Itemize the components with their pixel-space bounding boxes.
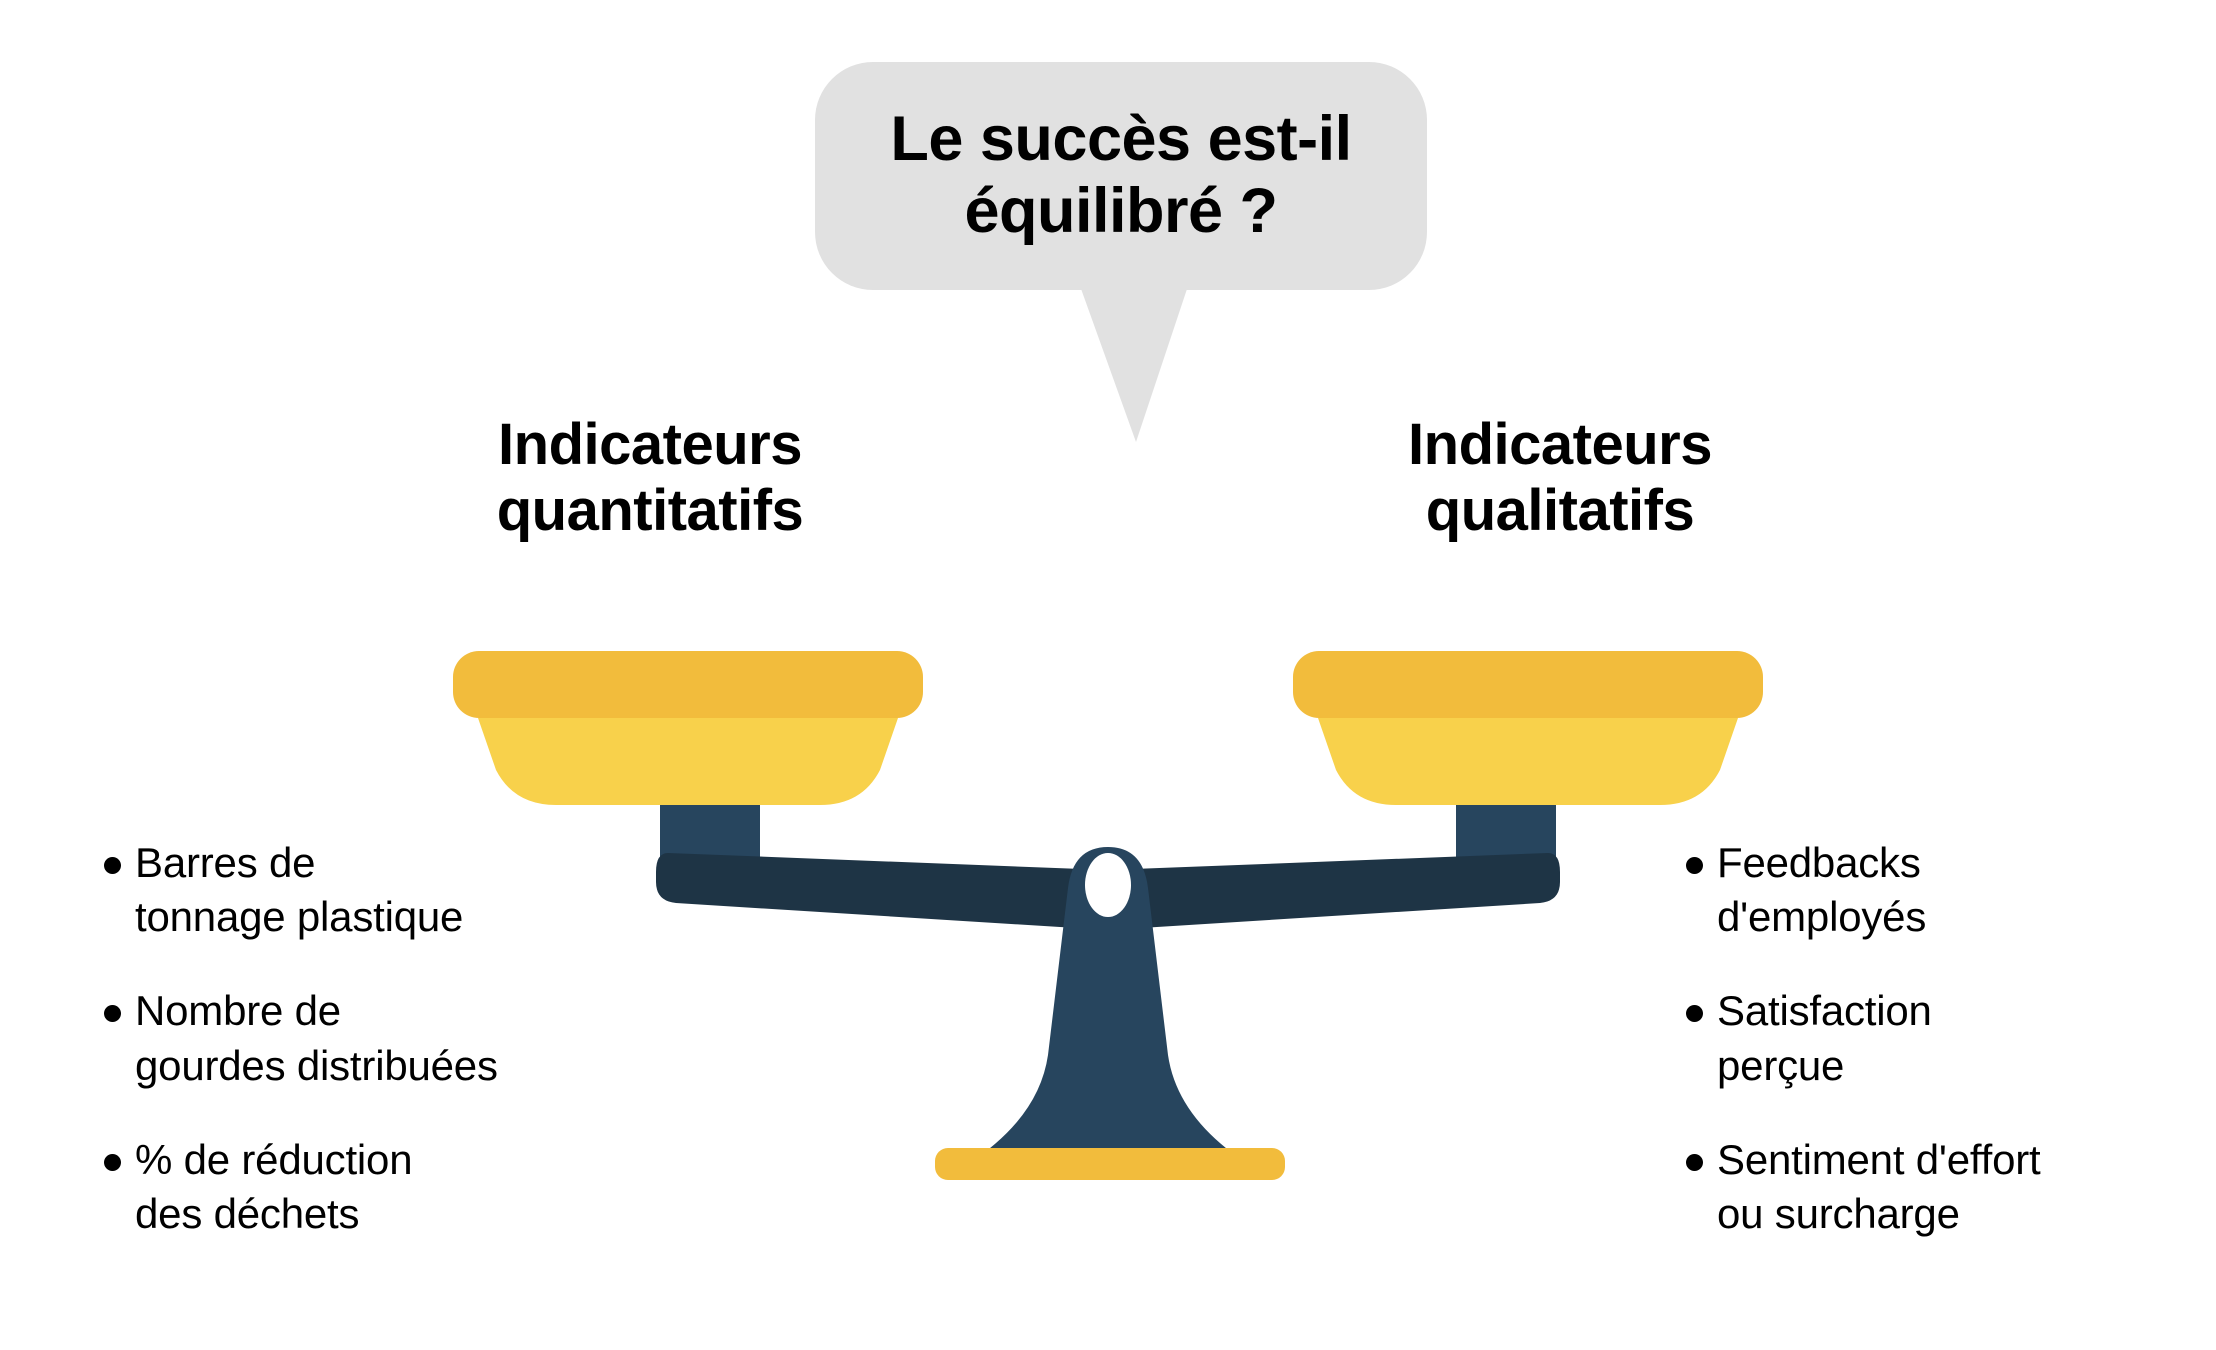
heading-quantitative-line-2: quantitatifs [496, 478, 804, 544]
bullet-text: Feedbacks d'employés [1717, 839, 1927, 941]
scale-base [935, 1148, 1285, 1180]
bullet-dot-icon [1686, 1153, 1703, 1171]
bullet-text: % de réduction des déchets [135, 1135, 413, 1237]
scale-pan-left-hanger [660, 780, 760, 900]
speech-bubble-line-1: Le succès est-il [890, 104, 1352, 175]
bullet-text: Satisfaction perçue [1717, 987, 1932, 1089]
scale-pan-left [453, 651, 923, 805]
bullet-text: Nombre de gourdes distribuées [135, 987, 498, 1089]
list-item: Sentiment d'effort ou surcharge [1686, 1133, 2206, 1241]
bullet-dot-icon [104, 1153, 121, 1171]
speech-bubble-tail-icon [1080, 286, 1188, 442]
bullet-dot-icon [104, 1005, 121, 1023]
list-item: % de réduction des déchets [104, 1133, 664, 1241]
bullet-dot-icon [1686, 1005, 1703, 1023]
speech-bubble: Le succès est-il équilibré ? [815, 62, 1427, 290]
heading-qualitative-line-1: Indicateurs [1408, 412, 1712, 477]
scale-column [985, 847, 1231, 1152]
scale-pan-right-hanger [1456, 780, 1556, 900]
bullet-text: Sentiment d'effort ou surcharge [1717, 1135, 2041, 1237]
list-item: Feedbacks d'employés [1686, 836, 2206, 944]
list-item: Satisfaction perçue [1686, 984, 2206, 1092]
bullet-dot-icon [1686, 857, 1703, 874]
list-item: Nombre de gourdes distribuées [104, 984, 664, 1092]
list-item: Barres de tonnage plastique [104, 836, 664, 944]
scale-pan-right [1293, 651, 1763, 805]
heading-quantitative-indicators: Indicateurs quantitatifs [420, 412, 880, 544]
bullet-text: Barres de tonnage plastique [135, 839, 464, 941]
scale-pivot-hole [1085, 853, 1131, 917]
bullet-dot-icon [104, 857, 121, 874]
speech-bubble-line-2: équilibré ? [964, 176, 1278, 246]
heading-quantitative-line-1: Indicateurs [498, 412, 802, 477]
scale-beam [656, 853, 1560, 930]
bullet-list-qualitative: Feedbacks d'employés Satisfaction perçue… [1686, 836, 2206, 1281]
bullet-list-quantitative: Barres de tonnage plastique Nombre de go… [104, 836, 664, 1281]
heading-qualitative-line-2: qualitatifs [1425, 478, 1695, 544]
heading-qualitative-indicators: Indicateurs qualitatifs [1330, 412, 1790, 544]
